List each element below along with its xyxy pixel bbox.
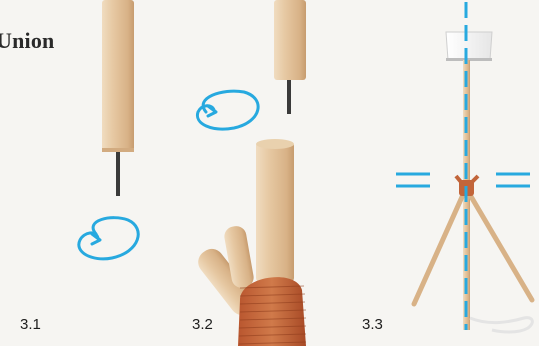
step-label-3-2: 3.2 [192,316,213,333]
step-label-3-3: 3.3 [362,316,383,333]
cord-wrap [238,277,306,346]
wooden-rod-lower [256,142,294,282]
alignment-left-icon [396,174,430,186]
step-label-3-1: 3.1 [20,316,41,333]
panel-3-3 [396,2,532,332]
power-cable [470,318,532,332]
wooden-rod-top [274,0,306,80]
panel-3-2 [193,0,306,346]
alignment-right-icon [496,174,530,186]
metal-pin [116,152,120,196]
rod-end [102,148,134,152]
rotate-arrow-icon [79,218,138,259]
wooden-rod-upper [102,0,134,152]
rod-top-face [256,139,294,149]
metal-pin-top [287,80,291,114]
rotate-arrowhead-icon [208,106,216,116]
rotate-arrow-icon [197,91,258,129]
panel-3-1 [79,0,138,259]
section-title: Union [0,28,54,54]
lamp-shade [446,32,492,60]
rotate-arrowhead-icon [92,234,100,244]
